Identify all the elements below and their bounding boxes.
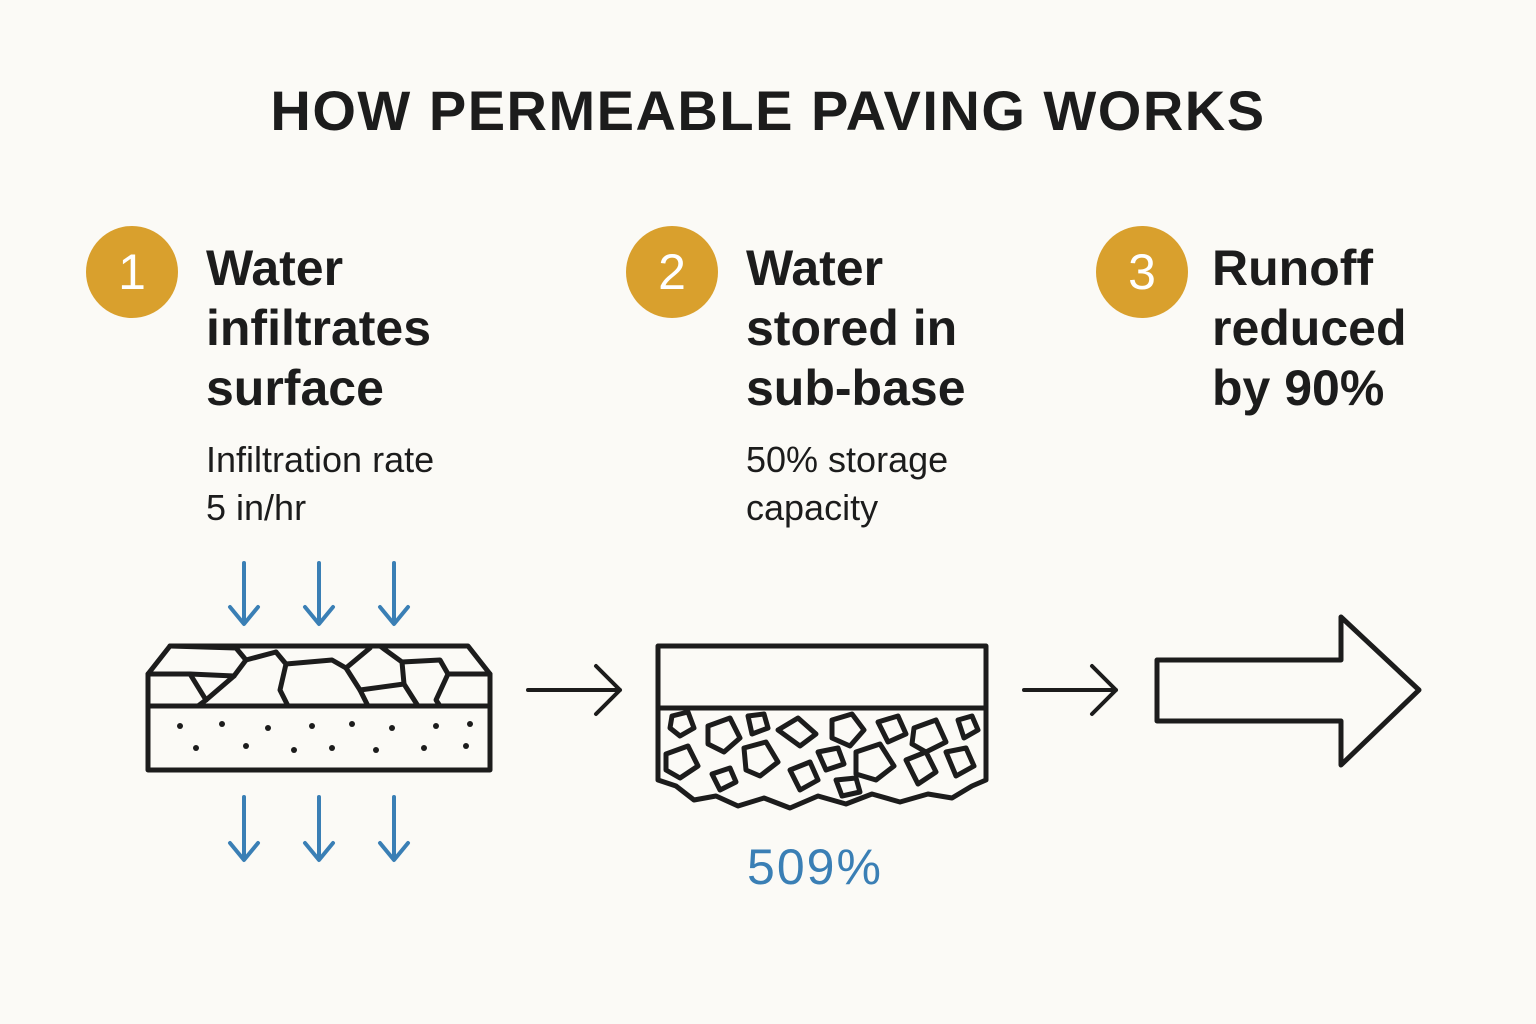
- step-1-title-line: Water: [206, 240, 344, 296]
- step-3-title: Runoff reduced by 90%: [1212, 238, 1407, 418]
- step-2-title: Water stored in sub-base: [746, 238, 966, 418]
- step-1-badge: 1: [86, 226, 178, 318]
- step-3-title-line: reduced: [1212, 300, 1407, 356]
- gravel-subbase-icon: [655, 643, 989, 811]
- flow-arrow-icon: [526, 664, 622, 716]
- step-1-title-line: infiltrates: [206, 300, 432, 356]
- flow-arrow-icon: [1022, 664, 1118, 716]
- step-3-badge: 3: [1096, 226, 1188, 318]
- step-1-desc-line: Infiltration rate: [206, 439, 435, 480]
- step-1-title-line: surface: [206, 360, 384, 416]
- step-3-title-line: by 90%: [1212, 360, 1385, 416]
- step-3-title-line: Runoff: [1212, 240, 1374, 296]
- rain-arrows-icon: [228, 561, 410, 626]
- step-2-title-line: sub-base: [746, 360, 966, 416]
- step-2-title-line: stored in: [746, 300, 958, 356]
- page-title: HOW PERMEABLE PAVING WORKS: [270, 79, 1266, 142]
- step-2-desc-line: 50% storage: [746, 439, 949, 480]
- step-2-description: 50% storage capacity: [746, 436, 948, 532]
- sand-dots: [177, 721, 473, 753]
- step-1-title: Water infiltrates surface: [206, 238, 431, 418]
- drainage-arrows-icon: [228, 795, 410, 862]
- step-1-desc-line: 5 in/hr: [206, 487, 307, 528]
- large-arrow-icon: [1154, 614, 1422, 768]
- permeable-pavers-icon: [145, 643, 493, 773]
- storage-value-label: 509%: [747, 839, 883, 895]
- step-1-description: Infiltration rate 5 in/hr: [206, 436, 434, 532]
- step-2-desc-line: capacity: [746, 487, 879, 528]
- step-2-badge: 2: [626, 226, 718, 318]
- step-2-title-line: Water: [746, 240, 884, 296]
